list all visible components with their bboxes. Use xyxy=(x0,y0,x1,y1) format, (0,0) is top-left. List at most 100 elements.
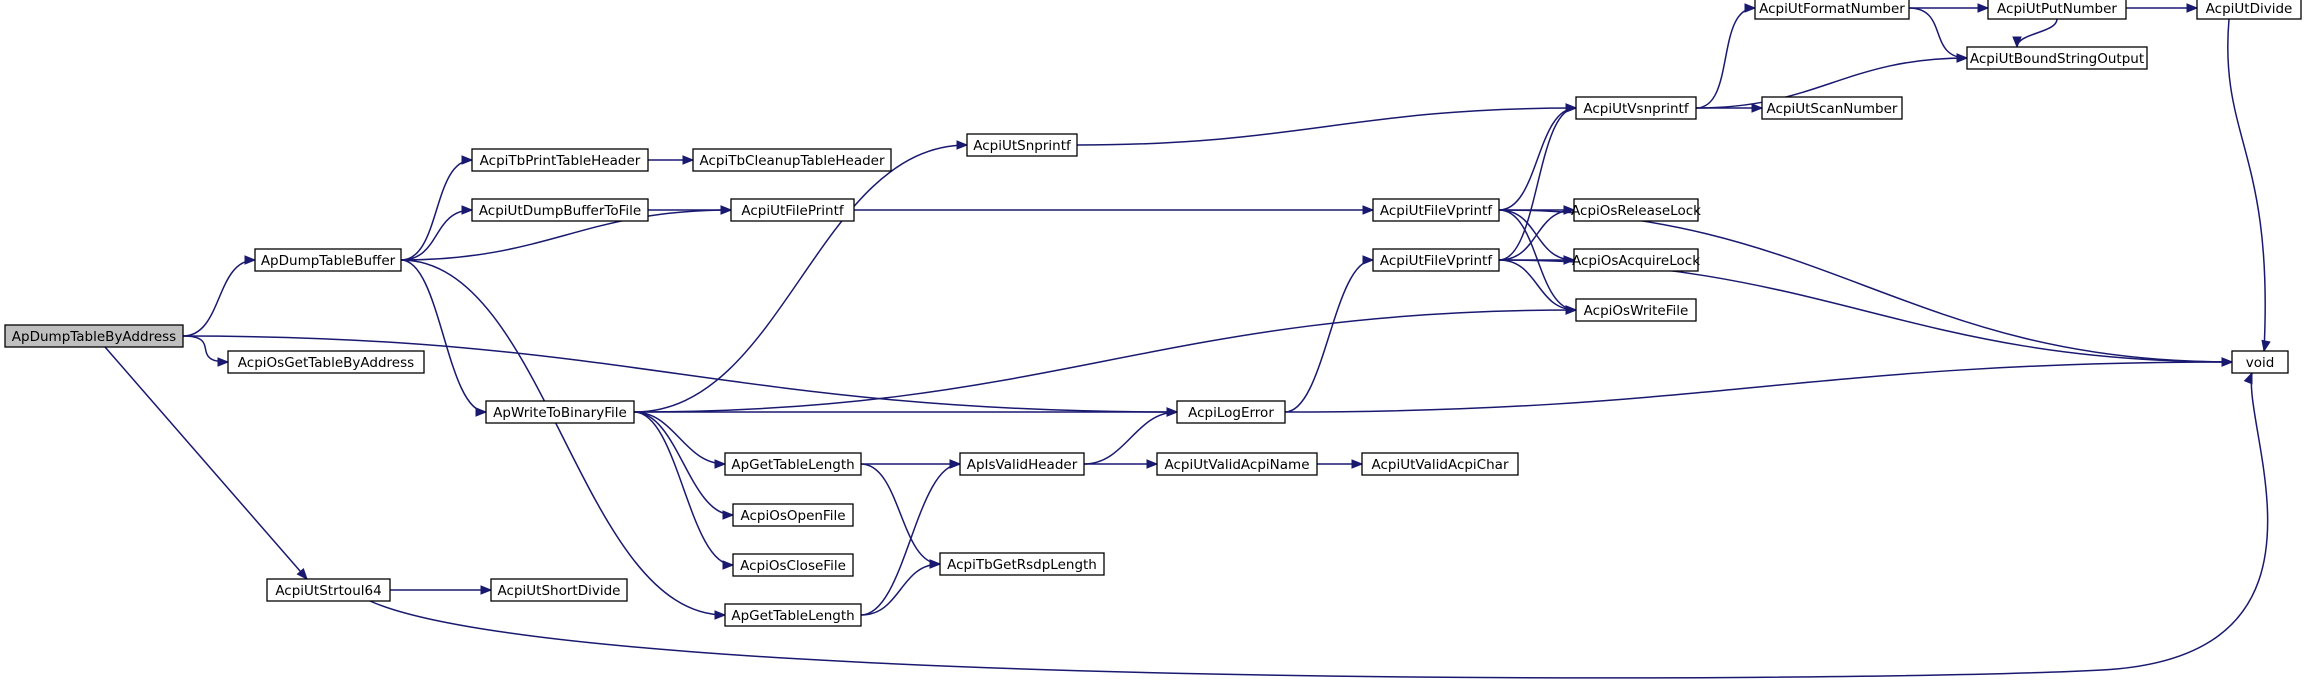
function-node-vsnprintf[interactable]: AcpiUtVsnprintf xyxy=(1575,96,1697,120)
function-node-label: ApIsValidHeader xyxy=(967,457,1078,473)
edge-line xyxy=(633,144,968,413)
call-edge-root-to-osgettbl xyxy=(182,335,230,367)
edge-line xyxy=(1498,209,2233,363)
function-node-box xyxy=(730,198,855,222)
call-edge-dumpbuf-to-gettbllen2 xyxy=(400,259,727,620)
function-node-validchar[interactable]: AcpiUtValidAcpiChar xyxy=(1361,452,1519,476)
function-node-box xyxy=(1987,0,2127,20)
function-node-label: AcpiUtPutNumber xyxy=(1997,1,2117,17)
function-node-label: AcpiUtFilePrintf xyxy=(741,203,845,219)
edge-arrowhead xyxy=(1146,459,1159,469)
edge-arrowhead xyxy=(1565,305,1578,315)
function-node-rsdplen[interactable]: AcpiTbGetRsdpLength xyxy=(939,552,1105,576)
function-node-utdivide[interactable]: AcpiUtDivide xyxy=(2196,0,2302,20)
function-node-box xyxy=(732,553,854,577)
function-node-osgettbl[interactable]: AcpiOsGetTableByAddress xyxy=(227,350,425,374)
function-node-writebin[interactable]: ApWriteToBinaryFile xyxy=(485,400,635,424)
call-edge-writebin-to-gettbllen1 xyxy=(633,411,727,469)
edge-line xyxy=(400,209,473,261)
call-edge-validname-to-validchar xyxy=(1316,459,1364,469)
call-edge-fmtnum-to-boundstr xyxy=(1908,7,1969,63)
function-node-box xyxy=(1754,0,1910,20)
edge-arrowhead xyxy=(1977,3,1990,13)
edge-line xyxy=(860,463,941,565)
function-node-box xyxy=(490,578,628,602)
edge-line xyxy=(1498,259,1577,311)
function-node-fileprintf[interactable]: AcpiUtFilePrintf xyxy=(730,198,855,222)
function-node-fmtnum[interactable]: AcpiUtFormatNumber xyxy=(1754,0,1910,20)
call-edge-filevprintf2-to-vsnprintf xyxy=(1498,103,1578,261)
function-node-box xyxy=(1966,46,2148,70)
function-node-tbcleanup[interactable]: AcpiTbCleanupTableHeader xyxy=(692,148,892,172)
function-node-gettbllen1[interactable]: ApGetTableLength xyxy=(724,452,862,476)
function-node-putnum[interactable]: AcpiUtPutNumber xyxy=(1987,0,2127,20)
function-node-boundstr[interactable]: AcpiUtBoundStringOutput xyxy=(1966,46,2148,70)
function-node-scannum[interactable]: AcpiUtScanNumber xyxy=(1761,96,1903,120)
function-node-box xyxy=(485,400,635,424)
function-node-label: AcpiUtValidAcpiChar xyxy=(1372,457,1509,473)
function-node-box xyxy=(254,248,402,272)
edge-arrowhead xyxy=(1362,255,1375,265)
call-edge-writebin-to-writefile xyxy=(633,305,1578,413)
call-edge-fileprintf-to-filevprintf1 xyxy=(854,205,1375,215)
edge-arrowhead xyxy=(461,155,474,165)
call-edge-dumpbuf-to-dumpbuffile xyxy=(400,205,474,261)
function-node-label: ApGetTableLength xyxy=(731,608,854,624)
call-edge-filevprintf1-to-vsnprintf xyxy=(1498,103,1578,211)
function-node-root[interactable]: ApDumpTableByAddress xyxy=(4,324,184,348)
function-node-writefile[interactable]: AcpiOsWriteFile xyxy=(1575,298,1697,322)
edge-line xyxy=(2227,18,2266,352)
function-node-filevprintf2[interactable]: AcpiUtFileVprintf xyxy=(1372,248,1500,272)
function-node-label: AcpiUtFormatNumber xyxy=(1759,1,1905,17)
edge-line xyxy=(400,159,473,261)
function-node-osopen[interactable]: AcpiOsOpenFile xyxy=(732,503,854,527)
call-edge-filevprintf2-to-writefile xyxy=(1498,259,1578,315)
edge-arrowhead xyxy=(2261,339,2271,353)
function-node-box xyxy=(724,603,862,627)
function-node-osclose[interactable]: AcpiOsCloseFile xyxy=(732,553,854,577)
function-node-dumpbuf[interactable]: ApDumpTableBuffer xyxy=(254,248,402,272)
function-node-validname[interactable]: AcpiUtValidAcpiName xyxy=(1156,452,1318,476)
call-edge-printhdr-to-tbcleanup xyxy=(647,155,695,165)
function-node-label: ApGetTableLength xyxy=(731,457,854,473)
function-node-box xyxy=(1761,96,1903,120)
call-edge-strtoul-to-shortdiv xyxy=(390,585,493,595)
function-node-dumpbuffile[interactable]: AcpiUtDumpBufferToFile xyxy=(471,198,649,222)
call-edge-writebin-to-snprintf xyxy=(633,140,969,413)
edge-arrowhead xyxy=(2221,357,2234,367)
call-edge-dumpbuf-to-writebin xyxy=(400,259,488,417)
function-node-label: AcpiOsReleaseLock xyxy=(1571,203,1701,219)
function-node-shortdiv[interactable]: AcpiUtShortDivide xyxy=(490,578,628,602)
call-edge-dumpbuf-to-printhdr xyxy=(400,155,474,261)
function-node-acquirelock[interactable]: AcpiOsAcquireLock xyxy=(1572,248,1700,272)
function-node-releaselock[interactable]: AcpiOsReleaseLock xyxy=(1571,198,1701,222)
function-node-label: AcpiUtFileVprintf xyxy=(1380,203,1493,219)
function-node-label: AcpiLogError xyxy=(1188,405,1274,421)
call-edge-snprintf-to-vsnprintf xyxy=(1076,103,1578,146)
edge-arrowhead xyxy=(1166,407,1179,417)
call-edge-isvalidhdr-to-validname xyxy=(1083,459,1159,469)
function-node-printhdr[interactable]: AcpiTbPrintTableHeader xyxy=(471,148,649,172)
edge-line xyxy=(860,463,961,616)
edge-line xyxy=(400,259,726,616)
function-node-box xyxy=(724,452,862,476)
function-node-void[interactable]: void xyxy=(2231,350,2289,374)
function-node-isvalidhdr[interactable]: ApIsValidHeader xyxy=(959,452,1085,476)
function-node-snprintf[interactable]: AcpiUtSnprintf xyxy=(966,133,1078,157)
edge-arrowhead xyxy=(722,560,735,570)
edge-line xyxy=(2016,18,2058,48)
function-node-strtoul[interactable]: AcpiUtStrtoul64 xyxy=(266,578,391,602)
call-edge-putnum-to-utdivide xyxy=(2126,3,2199,13)
call-edge-putnum-to-boundstr xyxy=(2012,18,2058,49)
call-edge-gettbllen2-to-rsdplen xyxy=(860,559,942,616)
function-node-box xyxy=(1573,198,1699,222)
call-edge-gettbllen1-to-rsdplen xyxy=(860,463,942,569)
function-node-logerror[interactable]: AcpiLogError xyxy=(1176,400,1286,424)
edge-arrowhead xyxy=(722,510,735,520)
function-nodes: ApDumpTableByAddressApDumpTableBufferAcp… xyxy=(4,0,2302,627)
function-node-gettbllen2[interactable]: ApGetTableLength xyxy=(724,603,862,627)
function-node-filevprintf1[interactable]: AcpiUtFileVprintf xyxy=(1372,198,1500,222)
call-edge-logerror-to-filevprintf2 xyxy=(1284,255,1375,413)
function-node-box xyxy=(1575,298,1697,322)
